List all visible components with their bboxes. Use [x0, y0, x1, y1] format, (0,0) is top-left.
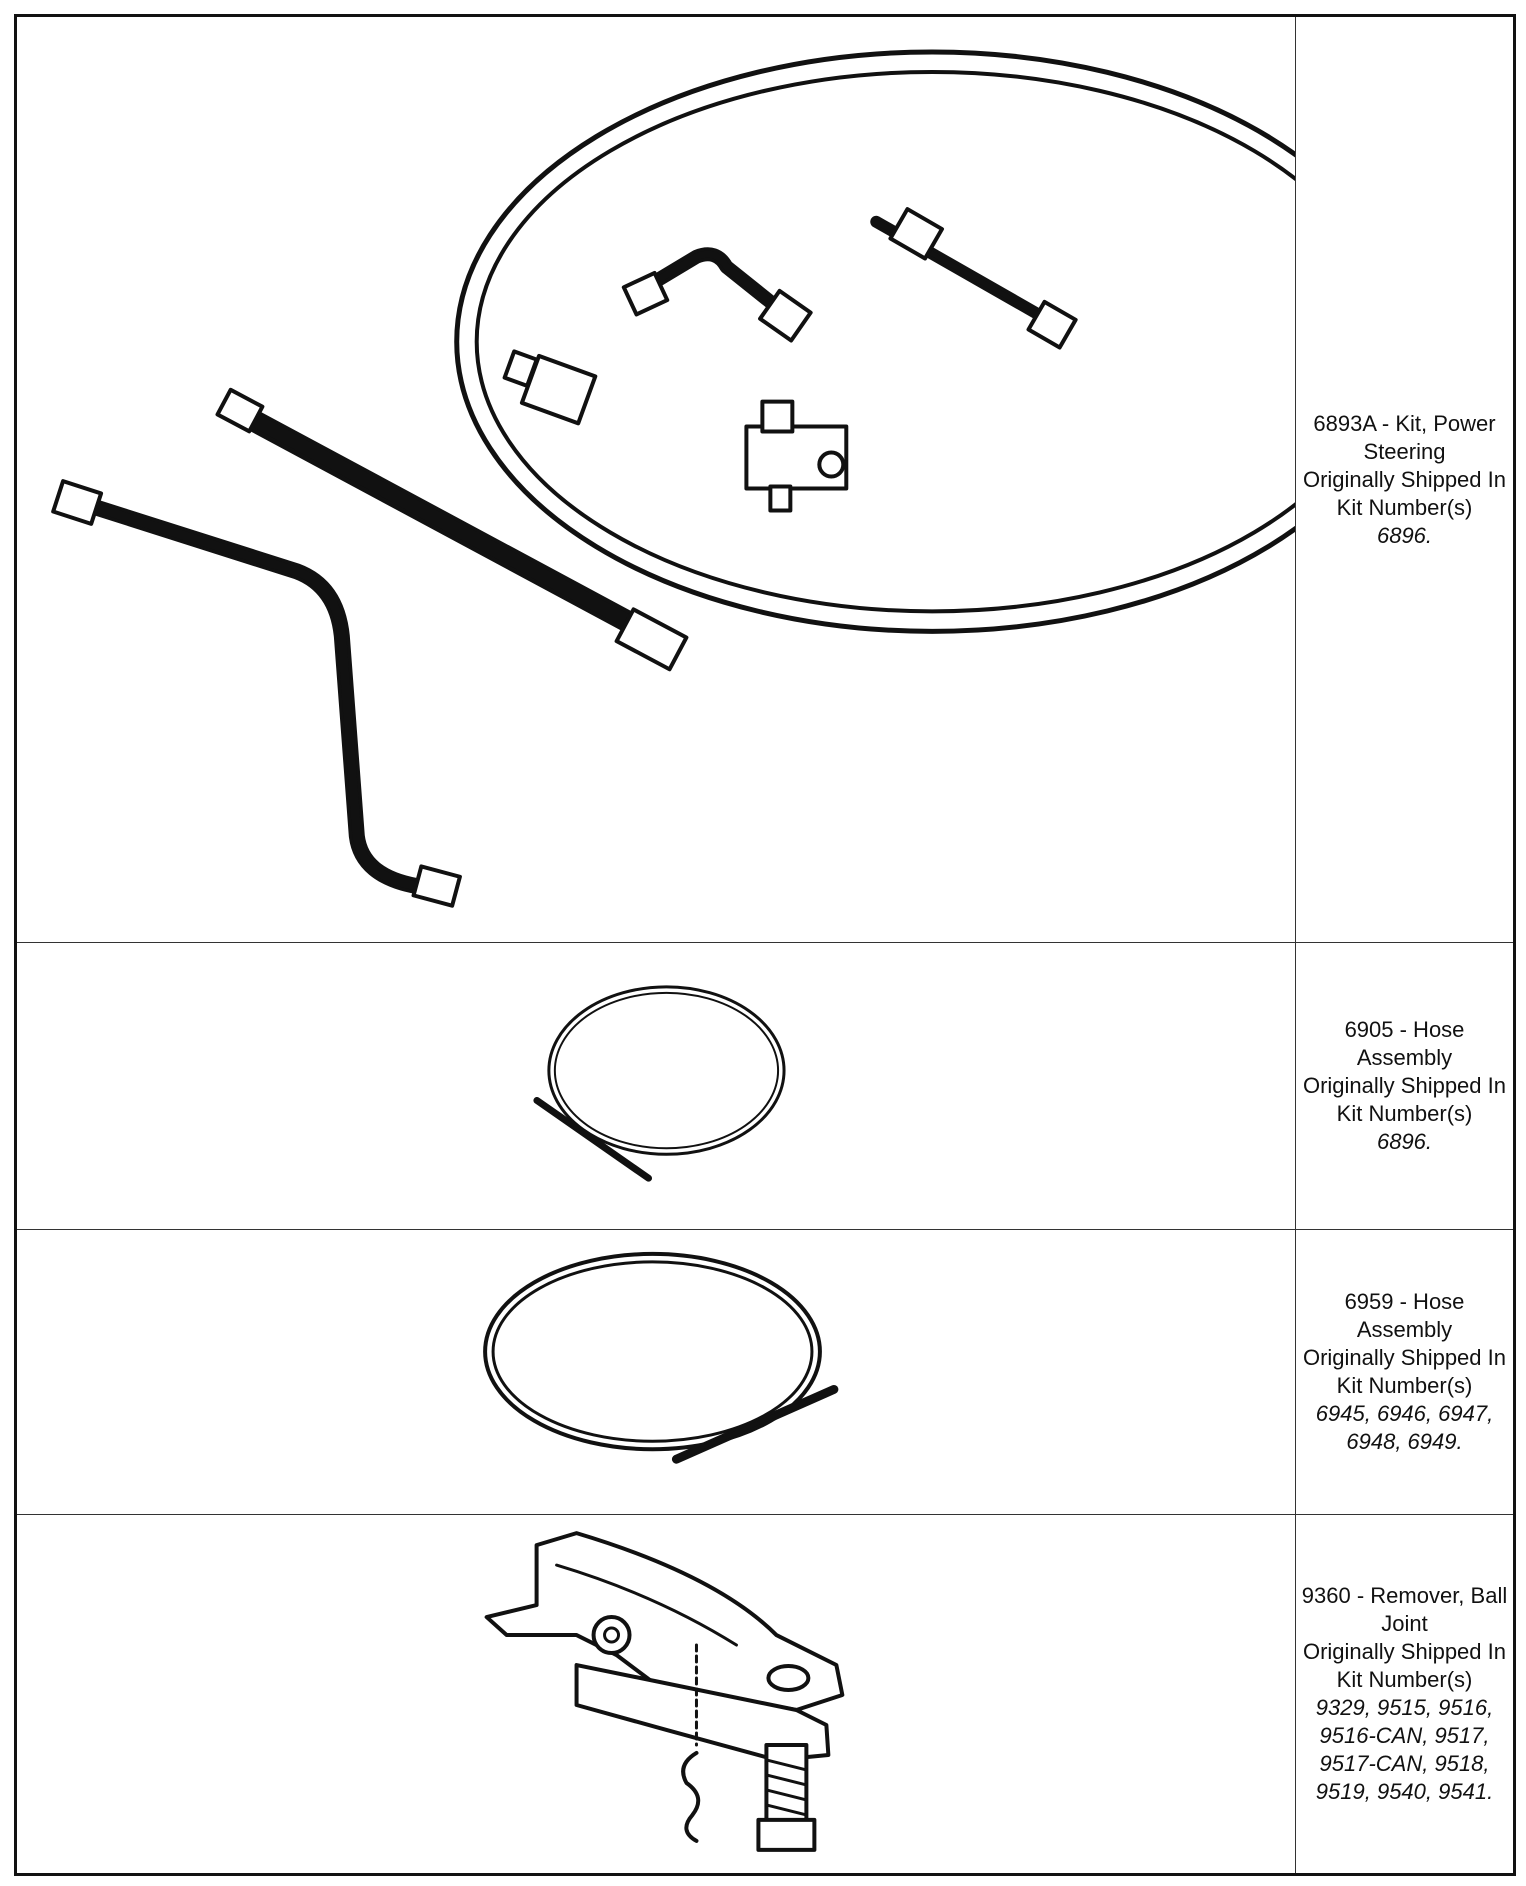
remover-9360-description: 9360 - Remover, Ball Joint Originally Sh… [1296, 1515, 1513, 1873]
item-title: 6959 - Hose Assembly [1344, 1289, 1465, 1342]
hose-assembly-drawing [483, 1251, 839, 1464]
item-kit-numbers: 6896. [1376, 1129, 1433, 1154]
hose-6959-description: 6959 - Hose Assembly Originally Shipped … [1296, 1230, 1513, 1514]
remover-9360-illustration [17, 1515, 1296, 1873]
hose-6959-illustration [17, 1230, 1296, 1514]
item-kit-numbers: 9329, 9515, 9516, 9516-CAN, 9517, 9517-C… [1315, 1695, 1494, 1804]
item-shipped-note: Originally Shipped In Kit Number(s) [1302, 1073, 1506, 1126]
item-shipped-note: Originally Shipped In Kit Number(s) [1302, 1345, 1506, 1398]
item-title: 6893A - Kit, Power Steering [1313, 410, 1496, 464]
hose-6905-illustration [17, 943, 1296, 1229]
item-shipped-note: Originally Shipped In Kit Number(s) [1302, 466, 1506, 520]
kit-6893a-illustration [17, 17, 1296, 942]
item-kit-numbers: 6945, 6946, 6947, 6948, 6949. [1315, 1401, 1494, 1454]
table-row: 6959 - Hose Assembly Originally Shipped … [17, 1230, 1513, 1515]
item-title: 6905 - Hose Assembly [1344, 1017, 1465, 1070]
item-title: 9360 - Remover, Ball Joint [1301, 1583, 1508, 1636]
hose-6905-description: 6905 - Hose Assembly Originally Shipped … [1296, 943, 1513, 1229]
table-row: 9360 - Remover, Ball Joint Originally Sh… [17, 1515, 1513, 1873]
parts-table: 6893A - Kit, Power Steering Originally S… [14, 14, 1516, 1876]
power-steering-kit-drawing [51, 49, 1295, 908]
hose-assembly-drawing [533, 985, 786, 1182]
table-row: 6905 - Hose Assembly Originally Shipped … [17, 943, 1513, 1230]
item-kit-numbers: 6896. [1376, 522, 1433, 548]
ball-joint-remover-drawing [484, 1531, 845, 1852]
table-row: 6893A - Kit, Power Steering Originally S… [17, 17, 1513, 943]
item-shipped-note: Originally Shipped In Kit Number(s) [1302, 1639, 1506, 1692]
kit-6893a-description: 6893A - Kit, Power Steering Originally S… [1296, 17, 1513, 942]
